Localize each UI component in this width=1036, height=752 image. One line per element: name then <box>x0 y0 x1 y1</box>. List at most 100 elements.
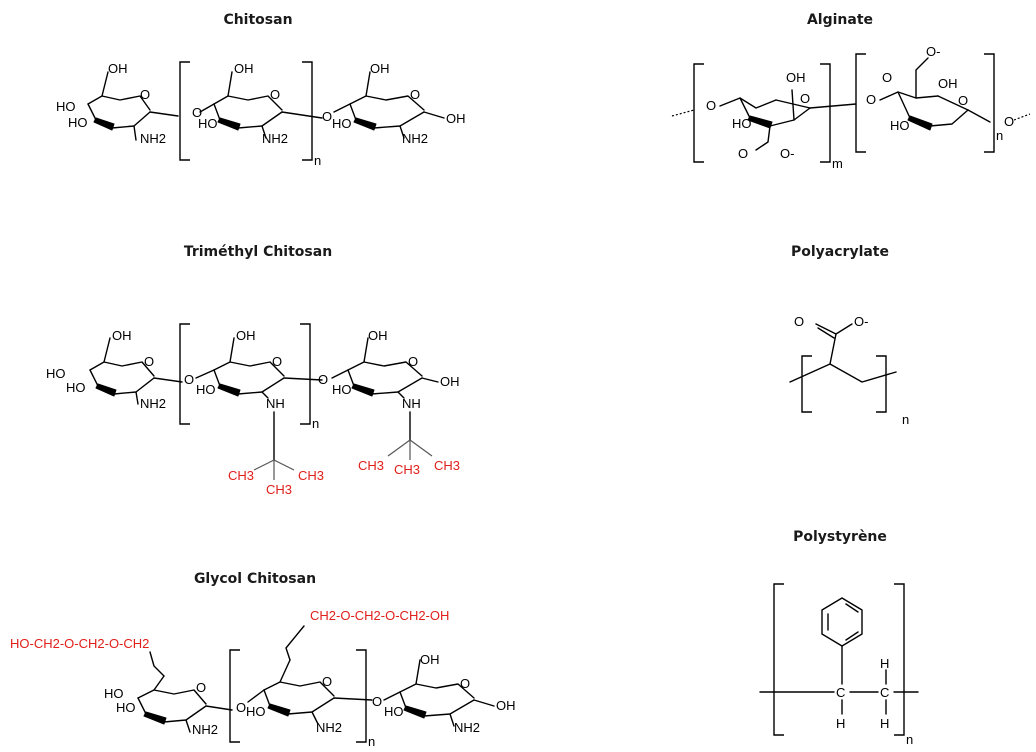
ring-oxygen-label: O <box>272 354 282 369</box>
ring-oxygen-label: O <box>196 680 206 695</box>
glycol-ring-1 <box>137 651 233 733</box>
ho-label: HO <box>196 382 216 397</box>
repeat-bracket-right <box>894 583 905 736</box>
repeat-bracket-right <box>356 649 367 743</box>
polystyrene-structure: C C H H H H n <box>759 583 919 747</box>
carboxylate-anion-label: O- <box>854 314 868 329</box>
alginate-ring-2 <box>879 57 991 131</box>
nh2-label: NH2 <box>262 131 288 146</box>
methyl-label: CH3 <box>394 462 420 477</box>
glycol-chain-label: CH2-O-CH2-O-CH2-OH <box>310 608 449 623</box>
chitosan-ring-2 <box>199 71 323 139</box>
ho-label: HO <box>732 116 752 131</box>
repeat-bracket-left <box>801 355 812 413</box>
oh-label: OH <box>938 76 958 91</box>
ho-label: HO <box>384 704 404 719</box>
glycosidic-oxygen-label: O <box>184 372 194 387</box>
repeat-n-label: n <box>906 732 913 747</box>
oxygen-label: O <box>706 98 716 113</box>
ho-label: HO <box>116 700 136 715</box>
carbonyl-oxygen-label: O <box>794 314 804 329</box>
repeat-n-label: n <box>996 128 1003 143</box>
repeat-bracket-right <box>876 355 887 413</box>
carboxylate-anion-label: O- <box>926 44 940 59</box>
nh2-label: NH2 <box>140 131 166 146</box>
ring-oxygen-label: O <box>270 87 280 102</box>
repeat-bracket-left <box>855 53 866 153</box>
ho-label: HO <box>104 686 124 701</box>
oh-label: OH <box>440 374 460 389</box>
carboxylate-oxygen-label: O <box>882 70 892 85</box>
repeat-n-label: n <box>368 734 375 747</box>
glycosidic-oxygen-label: O <box>192 105 202 120</box>
ring-oxygen-label: O <box>140 87 150 102</box>
ring-oxygen-label: O <box>958 93 968 108</box>
carbon-label: C <box>880 685 889 700</box>
methyl-label: CH3 <box>266 482 292 497</box>
nh2-label: NH2 <box>140 396 166 411</box>
repeat-bracket-right <box>302 61 313 161</box>
repeat-bracket-left <box>773 583 784 736</box>
carboxylate-anion-label: O- <box>780 146 794 161</box>
repeat-n-label: n <box>312 416 319 431</box>
oh-label: OH <box>112 328 132 343</box>
carbon-label: C <box>836 685 845 700</box>
polystyrene-title: Polystyrène <box>793 529 887 545</box>
polyacrylate-structure: O O- n <box>789 314 909 427</box>
oh-label: OH <box>234 61 254 76</box>
oh-label: OH <box>368 328 388 343</box>
methyl-branch-2 <box>387 439 433 460</box>
ring-oxygen-label: O <box>460 676 470 691</box>
methyl-label: CH3 <box>434 458 460 473</box>
ho-label: HO <box>56 99 76 114</box>
ho-label: HO <box>332 116 352 131</box>
repeat-bracket-right <box>300 323 311 425</box>
glycol-chitosan-title: Glycol Chitosan <box>194 571 316 587</box>
ho-label: HO <box>66 380 86 395</box>
alginate-structure: O OH HO O O O- m O O- OH O HO O n O <box>671 44 1031 171</box>
nh2-label: NH2 <box>402 131 428 146</box>
hydrogen-label: H <box>880 656 889 671</box>
repeat-n-label: n <box>314 153 321 168</box>
nh2-label: NH2 <box>192 722 218 737</box>
glycol-ring-3 <box>383 659 495 727</box>
chitosan-title: Chitosan <box>223 12 292 28</box>
tmc-ring-3 <box>331 337 439 441</box>
nh2-label: NH2 <box>454 720 480 735</box>
alginate-title: Alginate <box>807 12 873 28</box>
glycosidic-oxygen-label: O <box>372 694 382 709</box>
ring-oxygen-label: O <box>408 354 418 369</box>
oh-label: OH <box>496 698 516 713</box>
methyl-label: CH3 <box>358 458 384 473</box>
chitosan-ring-1 <box>87 71 179 141</box>
oh-label: OH <box>420 652 440 667</box>
ring-oxygen-label: O <box>410 87 420 102</box>
oh-label: OH <box>446 111 466 126</box>
glycol-ring-2 <box>247 625 373 725</box>
ho-label: HO <box>332 382 352 397</box>
glycol-chain-label: HO-CH2-O-CH2-O-CH2 <box>10 636 149 651</box>
repeat-bracket-left <box>229 649 240 743</box>
hydrogen-label: H <box>836 716 845 731</box>
nh-label: NH <box>266 396 285 411</box>
alginate-ring-1 <box>719 89 857 151</box>
oxygen-label: O <box>866 92 876 107</box>
ring-oxygen-label: O <box>800 91 810 106</box>
nh2-label: NH2 <box>316 720 342 735</box>
polyacrylate-title: Polyacrylate <box>791 244 889 260</box>
methyl-label: CH3 <box>228 468 254 483</box>
ho-label: HO <box>198 116 218 131</box>
chitosan-ring-3 <box>333 71 445 139</box>
chitosan-structure: OH HO HO O O NH2 OH O HO O NH2 n <box>56 61 466 168</box>
repeat-bracket-left <box>179 61 190 161</box>
glycol-chitosan-structure: HO-CH2-O-CH2-O-CH2 CH2-O-CH2-O-CH2-OH HO… <box>10 608 516 749</box>
trimethyl-chitosan-structure: OH HO HO O O NH2 OH O HO O NH n <box>46 323 460 497</box>
methyl-branch-1 <box>253 459 295 480</box>
repeat-bracket-right <box>820 63 831 163</box>
tmc-ring-1 <box>89 337 183 405</box>
oh-label: OH <box>108 61 128 76</box>
glycosidic-oxygen-label: O <box>322 109 332 124</box>
hydrogen-label: H <box>880 716 889 731</box>
oh-label: OH <box>370 61 390 76</box>
